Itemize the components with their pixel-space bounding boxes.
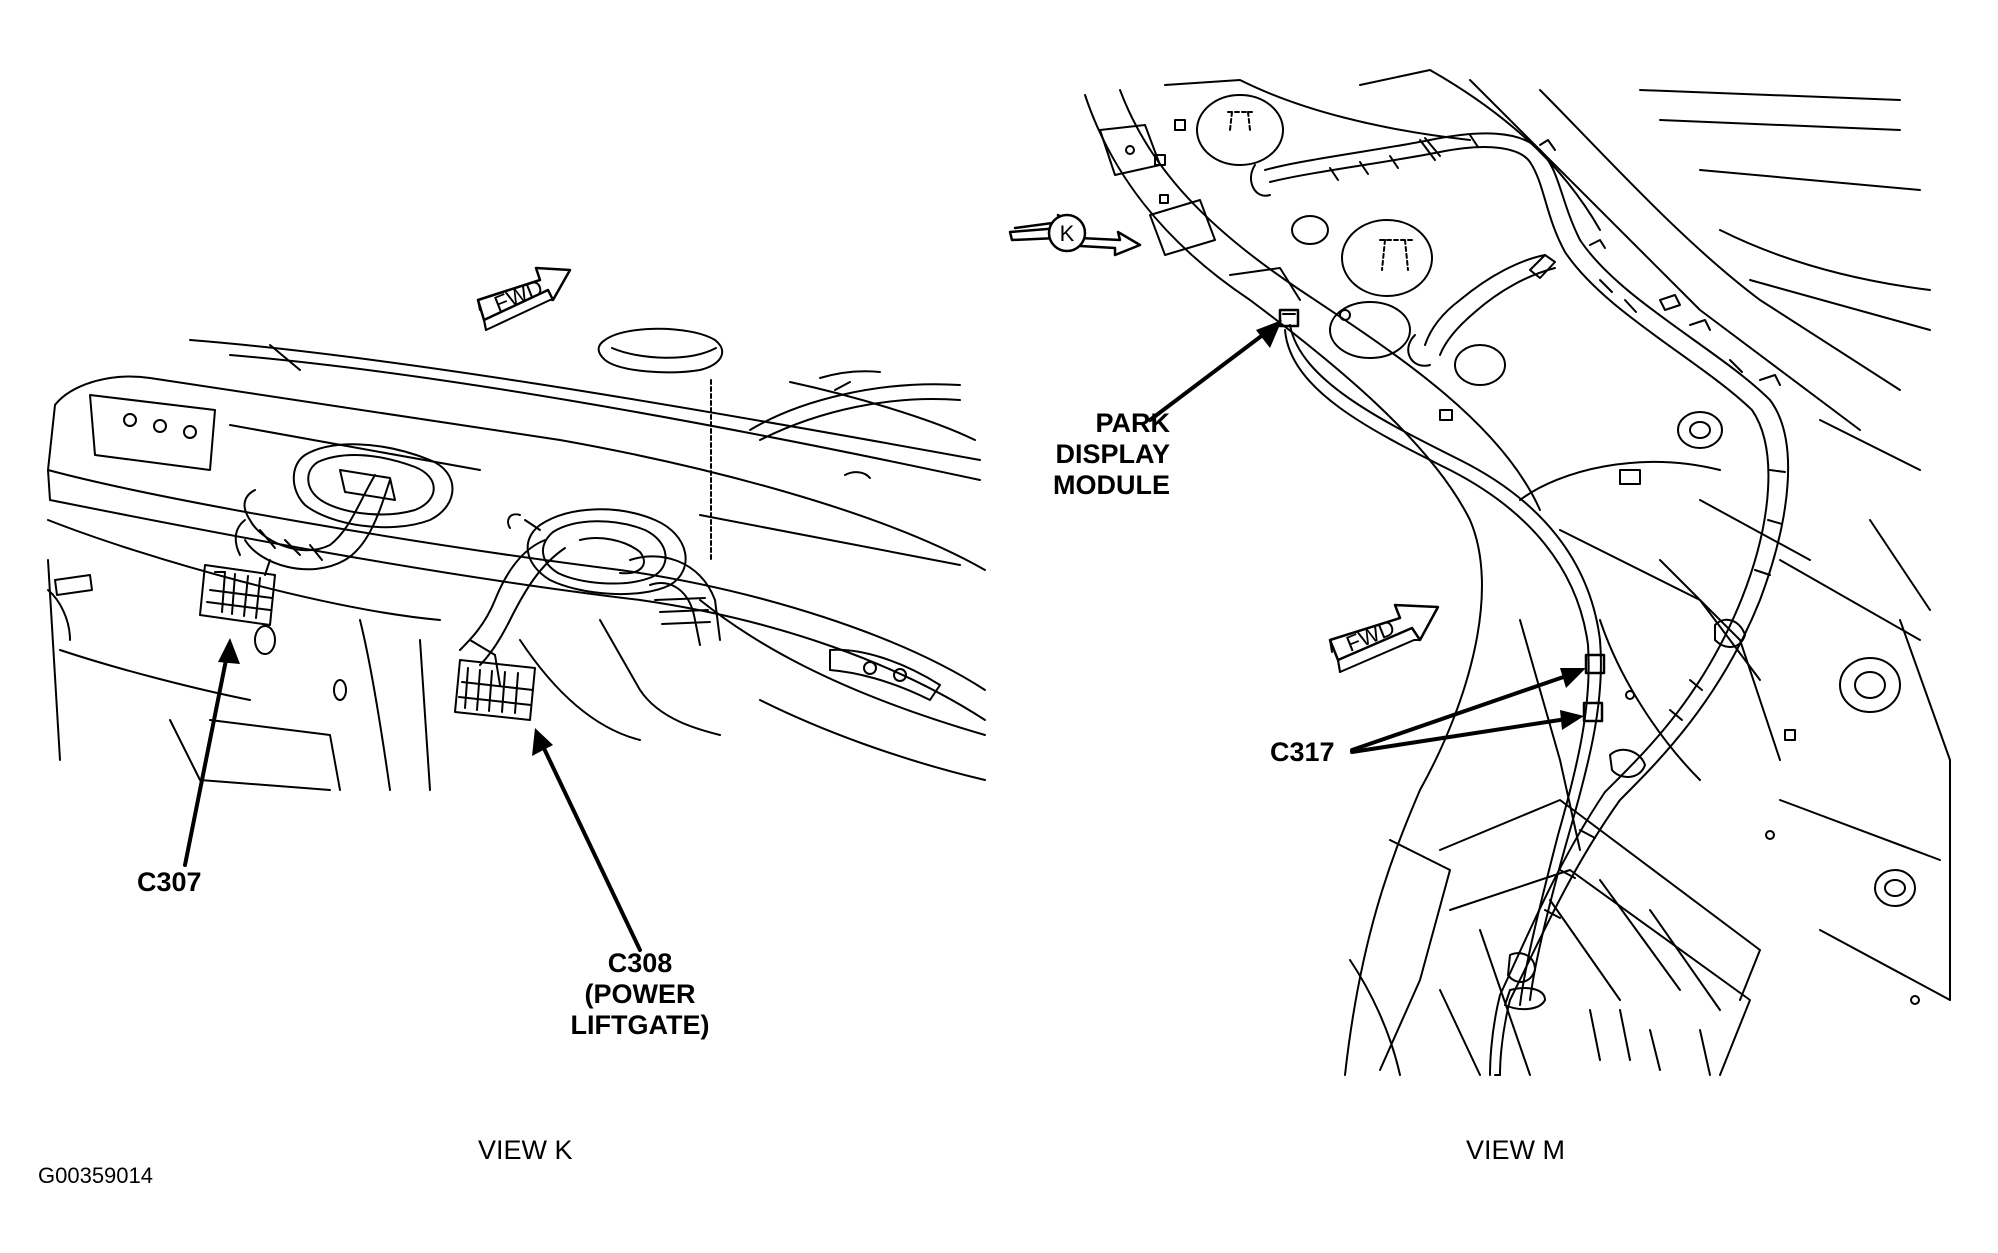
- c317-label: C317: [1270, 737, 1335, 767]
- c308-arrowhead: [532, 728, 553, 756]
- park-display-module-leader: [1148, 326, 1274, 422]
- k-marker-text: K: [1060, 221, 1075, 246]
- c308-label: C308 (POWER LIFTGATE): [560, 948, 720, 1041]
- view-k-drawing: [47, 266, 986, 791]
- park-display-module-label: PARK DISPLAY MODULE: [1000, 408, 1170, 501]
- park-line-1: PARK: [1095, 408, 1170, 438]
- c308-line-1: C308: [607, 948, 673, 978]
- c317-upper-arrowhead: [1560, 668, 1586, 688]
- fwd-arrow-m: [1328, 603, 1440, 673]
- fwd-text-k: FWD: [491, 275, 547, 317]
- k-marker-arrow: [1008, 213, 1142, 257]
- park-line-2: DISPLAY: [1055, 439, 1170, 469]
- park-line-3: MODULE: [1053, 470, 1170, 500]
- view-m-drawing: [1084, 69, 1951, 1076]
- c317-leader-upper: [1350, 671, 1577, 752]
- park-display-module-arrowhead: [1256, 320, 1282, 348]
- c317-leader-lower: [1350, 716, 1575, 754]
- c308-line-2: (POWER: [584, 979, 696, 1009]
- c307-leader: [183, 648, 230, 867]
- c307-arrowhead: [218, 638, 240, 664]
- view-m-title: VIEW M: [1466, 1135, 1565, 1165]
- c308-line-3: LIFTGATE): [570, 1010, 710, 1040]
- figure-id: G00359014: [38, 1163, 153, 1188]
- fwd-arrow-k: [476, 266, 572, 331]
- c307-label: C307: [137, 867, 202, 897]
- c317-lower-arrowhead: [1560, 710, 1584, 730]
- view-k-title: VIEW K: [478, 1135, 573, 1165]
- c308-leader: [538, 738, 642, 952]
